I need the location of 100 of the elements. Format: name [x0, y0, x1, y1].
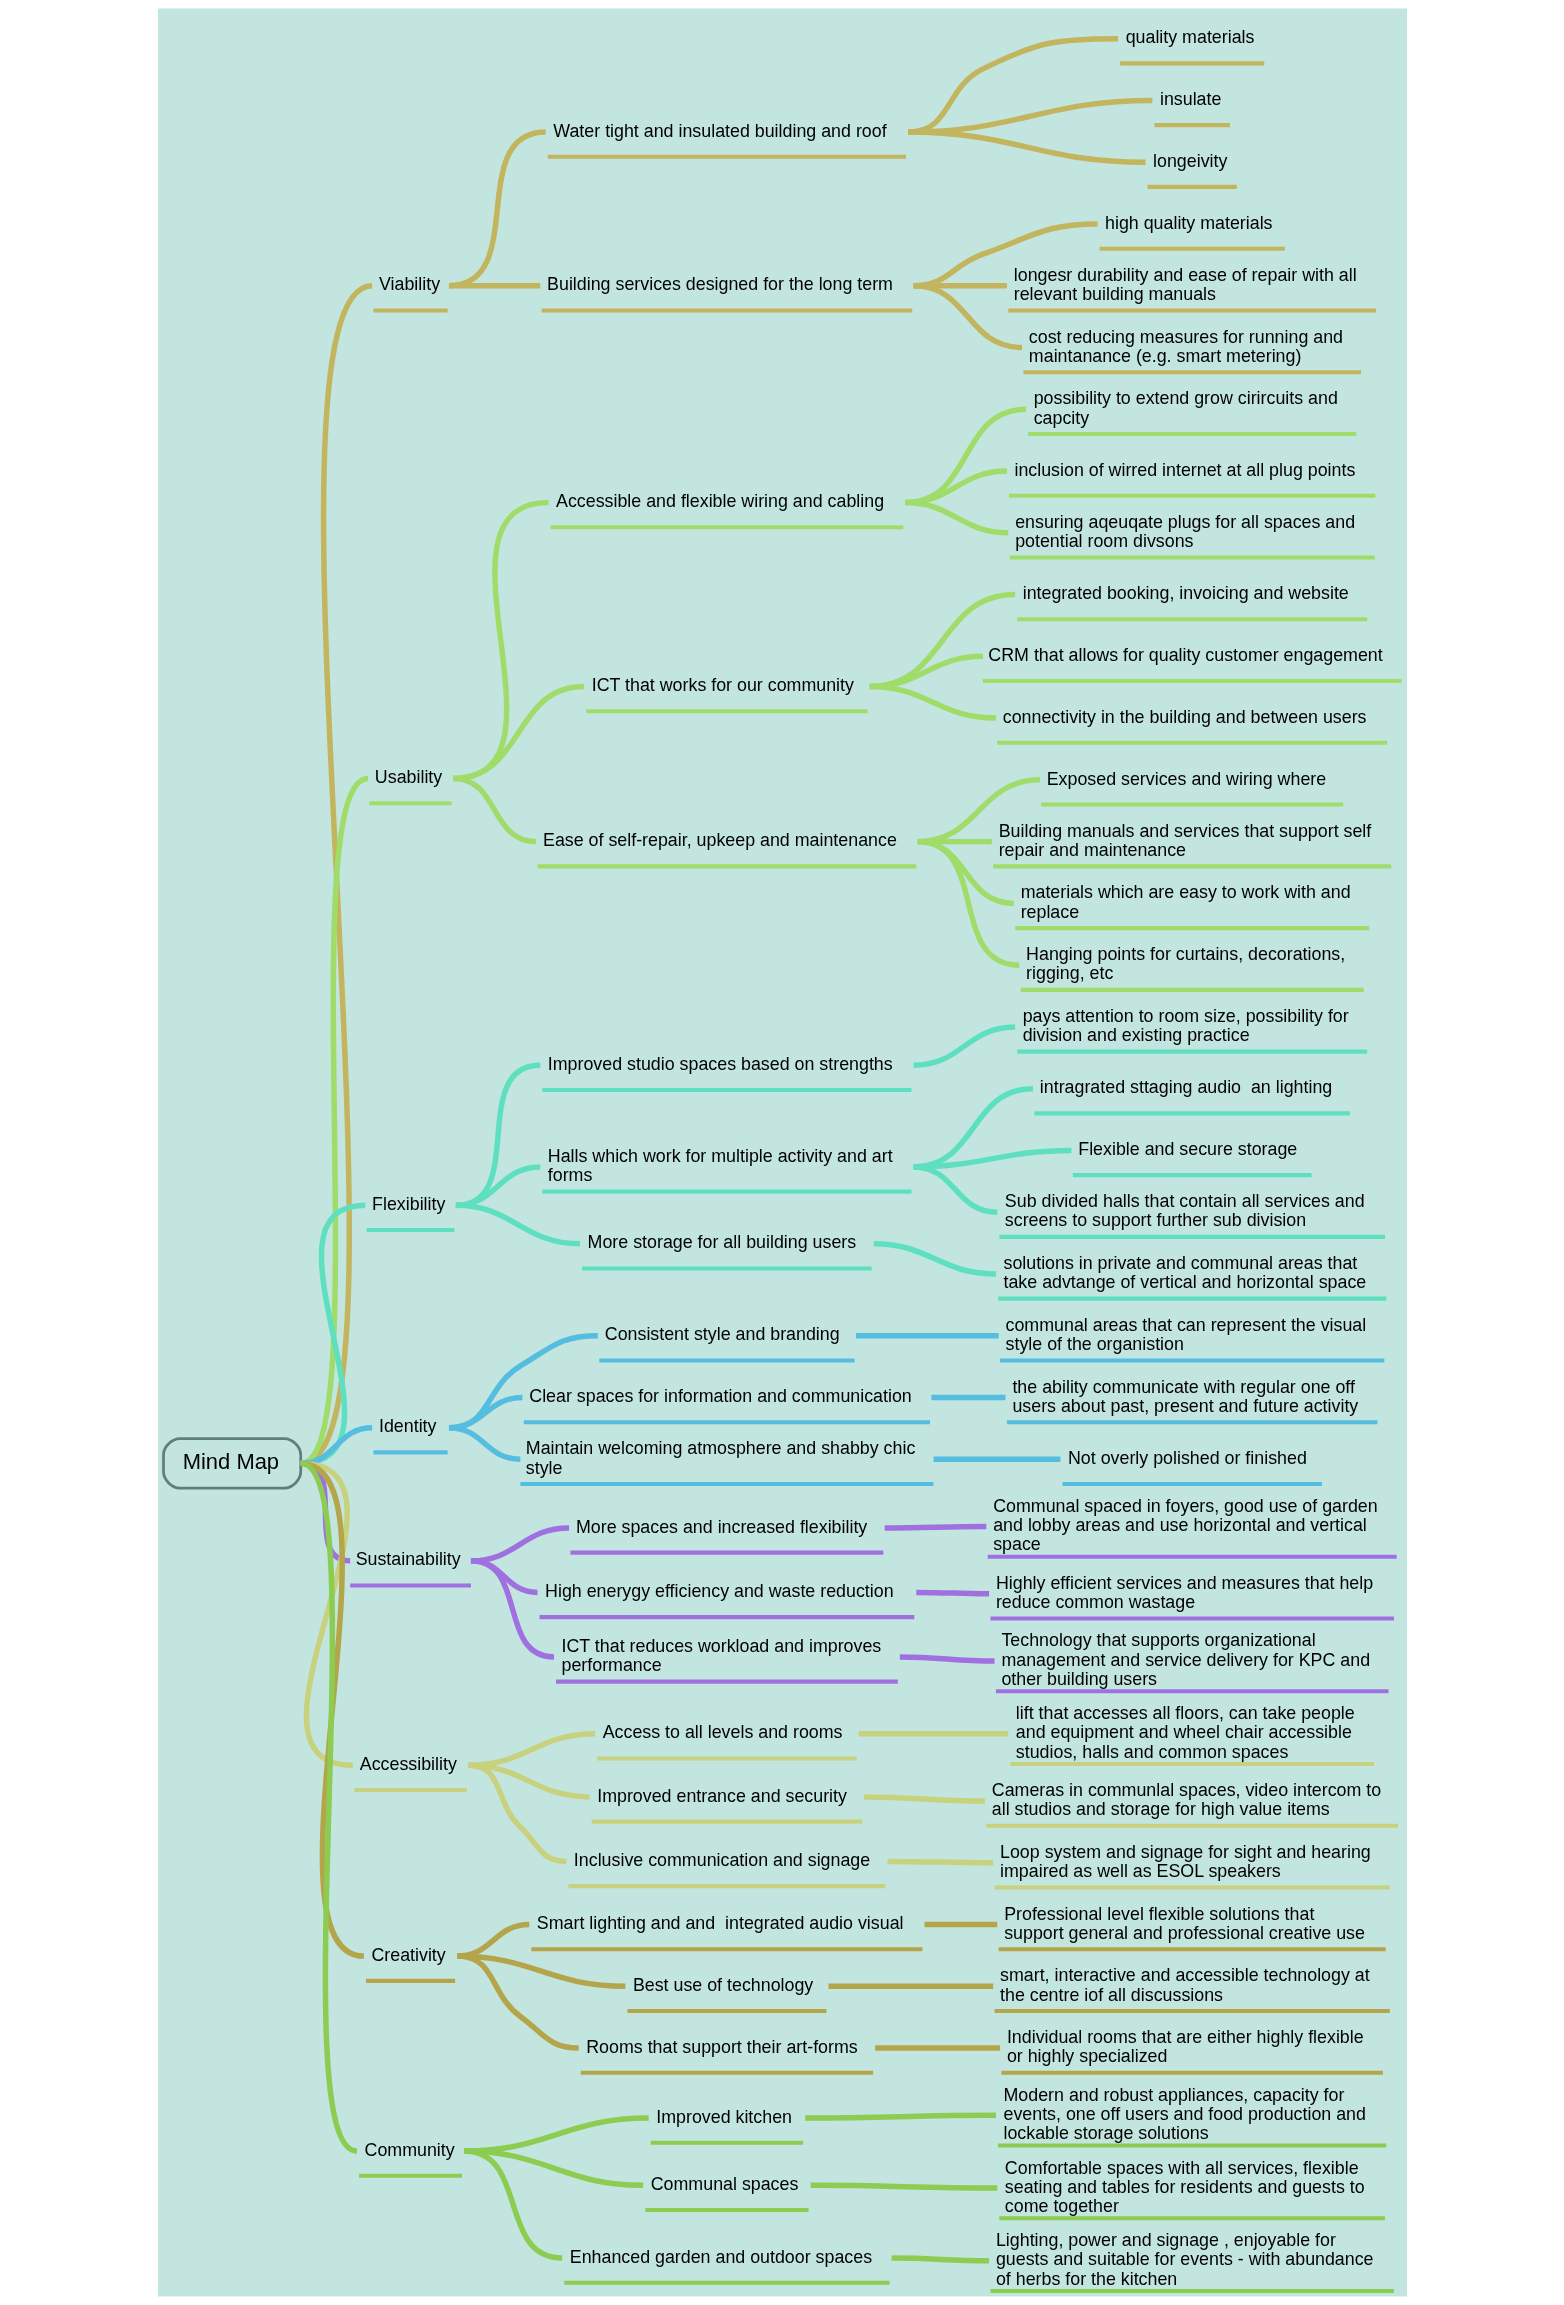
connector — [912, 1024, 1015, 1069]
node-text: High enerygy efficiency and waste reduction — [544, 1581, 894, 1602]
connector — [463, 2148, 563, 2261]
node-text: Consistent style and branding — [604, 1324, 840, 1345]
node-text: longesr durability and ease of repair with all relevant building manuals — [1013, 264, 1357, 305]
node-text: Communal spaces — [650, 2173, 798, 2194]
node-text: Comfortable spaces with all services, flexible seating and tables for residents and guests to come together — [1004, 2157, 1365, 2216]
connector — [899, 1654, 995, 1664]
node-text: Sub divided halls that contain all services and screens to support further sub division — [1004, 1191, 1365, 1231]
node-text: longeivity — [1152, 150, 1227, 171]
node-text: Best use of technology — [632, 1974, 813, 1995]
connector — [884, 1523, 986, 1531]
node-text: Modern and robust appliances, capacity for events, one off users and food production and lockable storage solutions — [1002, 2084, 1366, 2144]
connector — [869, 683, 996, 721]
node-text: Viability — [378, 274, 440, 295]
connector — [924, 1921, 997, 1928]
node-text: integrated booking, invoicing and website — [1022, 583, 1349, 604]
node-text: Accessible and flexible wiring and cabling — [555, 491, 884, 512]
connector — [810, 2182, 997, 2191]
node-text: pays attention to room size, possibility for division and existing practice — [1022, 1005, 1349, 1046]
node-text: inclusion of wirred internet at all plug points — [1013, 459, 1355, 480]
connector — [467, 1762, 566, 1865]
node-text: Rooms that support their art-forms — [585, 2036, 858, 2057]
node-text: cost reducing measures for running and maintanance (e.g. smart metering) — [1028, 326, 1343, 366]
node-text: the ability communicate with regular one off users about past, present and future activity — [1011, 1376, 1358, 1416]
node-text: Access to all levels and rooms — [602, 1722, 842, 1743]
node-text: Technology that supports organizational management and service delivery for KPC and other building users — [1000, 1630, 1370, 1689]
node-text: More storage for all building users — [587, 1232, 856, 1253]
node-text: connectivity in the building and between users — [1002, 706, 1367, 727]
node-text: Sustainability — [355, 1549, 461, 1570]
connector — [912, 1164, 998, 1215]
node-text: Improved studio spaces based on strengths — [547, 1054, 893, 1075]
node-text: Communal spaced in foyers, good use of garden and lobby areas and use horizontal and vertical space — [992, 1495, 1378, 1555]
node-text: Not overly polished or finished — [1067, 1447, 1307, 1468]
connector — [863, 1794, 985, 1804]
connector — [456, 1953, 625, 1990]
connector — [887, 1858, 993, 1866]
connector — [930, 1394, 1006, 1401]
connector — [904, 499, 1008, 536]
connector — [874, 2045, 1000, 2051]
node-text: Halls which work for multiple activity and art forms — [547, 1145, 893, 1186]
node-text: Cameras in communlal spaces, video intercom to all studios and storage for high value items — [991, 1780, 1381, 1820]
connector — [912, 283, 1022, 351]
node-text: Hanging points for curtains, decorations, rigging, etc — [1025, 944, 1345, 984]
connector — [455, 1202, 580, 1247]
node-text: Exposed services and wiring where — [1046, 768, 1326, 789]
node-text: Ease of self-repair, upkeep and maintenance — [542, 830, 897, 851]
node-text: Lighting, power and signage , enjoyable for guests and suitable for events - with abundance of herbs for the kitchen — [995, 2230, 1374, 2289]
node-text: Community — [364, 2139, 455, 2160]
node-text: Maintain welcoming atmosphere and shabby chic style — [525, 1438, 915, 1478]
connector — [916, 838, 1020, 968]
node-text: Flexibility — [371, 1194, 445, 1215]
connector — [915, 1589, 989, 1597]
connector — [907, 129, 1146, 165]
node-text: More spaces and increased flexibility — [575, 1516, 867, 1537]
node-text: Accessibility — [359, 1754, 457, 1774]
node-box: Mind Map — [161, 1437, 302, 1490]
node-text: smart, interactive and accessible technology at the centre iof all discussions — [999, 1965, 1370, 2005]
node-text: high quality materials — [1104, 212, 1273, 233]
node-text: Creativity — [370, 1944, 446, 1965]
node-text: ensuring aqeuqate plugs for all spaces and potential room divsons — [1014, 511, 1355, 552]
node-text: Inclusive communication and signage — [573, 1850, 870, 1871]
node-text: communal areas that can represent the visual style of the organistion — [1005, 1314, 1366, 1355]
node-text: Professional level flexible solutions that support general and professional creative use — [1003, 1903, 1365, 1943]
connector — [804, 2112, 996, 2121]
connector — [470, 1558, 554, 1660]
node-text: intragrated sttaging audio an lighting — [1039, 1077, 1332, 1098]
node-text: Improved kitchen — [655, 2106, 792, 2127]
node-text: Building services designed for the long term — [546, 274, 893, 295]
node-text: Identity — [378, 1416, 436, 1437]
node-text: CRM that allows for quality customer engagement — [987, 645, 1383, 665]
node-text: ICT that reduces workload and improves performance — [561, 1635, 881, 1676]
node-text: Flexible and secure storage — [1077, 1139, 1297, 1160]
connector — [452, 775, 536, 845]
node-text: ICT that works for our community — [591, 675, 854, 696]
node-text: quality materials — [1125, 27, 1254, 48]
connector — [828, 1983, 993, 1990]
node-text: possibility to extend grow cirircuits and capcity — [1033, 388, 1338, 428]
connector — [456, 1953, 579, 2051]
connector — [873, 1241, 996, 1277]
node-text: Loop system and signage for sight and hearing impaired as well as ESOL speakers — [999, 1841, 1371, 1882]
node-text: lift that accesses all floors, can take people and equipment and wheel chair accessible studios, halls and common spaces — [1015, 1703, 1355, 1762]
node-text: insulate — [1159, 89, 1221, 110]
node-text: Highly efficient services and measures that help reduce common wastage — [995, 1572, 1373, 1613]
node-text: materials which are easy to work with and replace — [1020, 882, 1351, 922]
connector — [891, 2255, 989, 2264]
node-text: Individual rooms that are either highly flexible or highly specialized — [1006, 2027, 1364, 2067]
node-text: solutions in private and communal areas that take advtange of vertical and horizontal space — [1002, 1253, 1366, 1293]
node-text: Building manuals and services that support self repair and maintenance — [998, 820, 1371, 860]
node-text: Enhanced garden and outdoor spaces — [569, 2246, 872, 2267]
connector — [448, 1424, 521, 1462]
connector — [448, 283, 540, 289]
node-text: Usability — [374, 767, 442, 788]
node-text: Smart lighting and and integrated audio visual — [536, 1913, 904, 1934]
connector — [448, 129, 546, 289]
node-text: Clear spaces for information and communication — [528, 1386, 912, 1407]
connector — [933, 1456, 1060, 1462]
connector — [855, 1333, 999, 1339]
node-text: Water tight and insulated building and roof — [552, 120, 887, 141]
node-text: Improved entrance and security — [596, 1785, 847, 1806]
